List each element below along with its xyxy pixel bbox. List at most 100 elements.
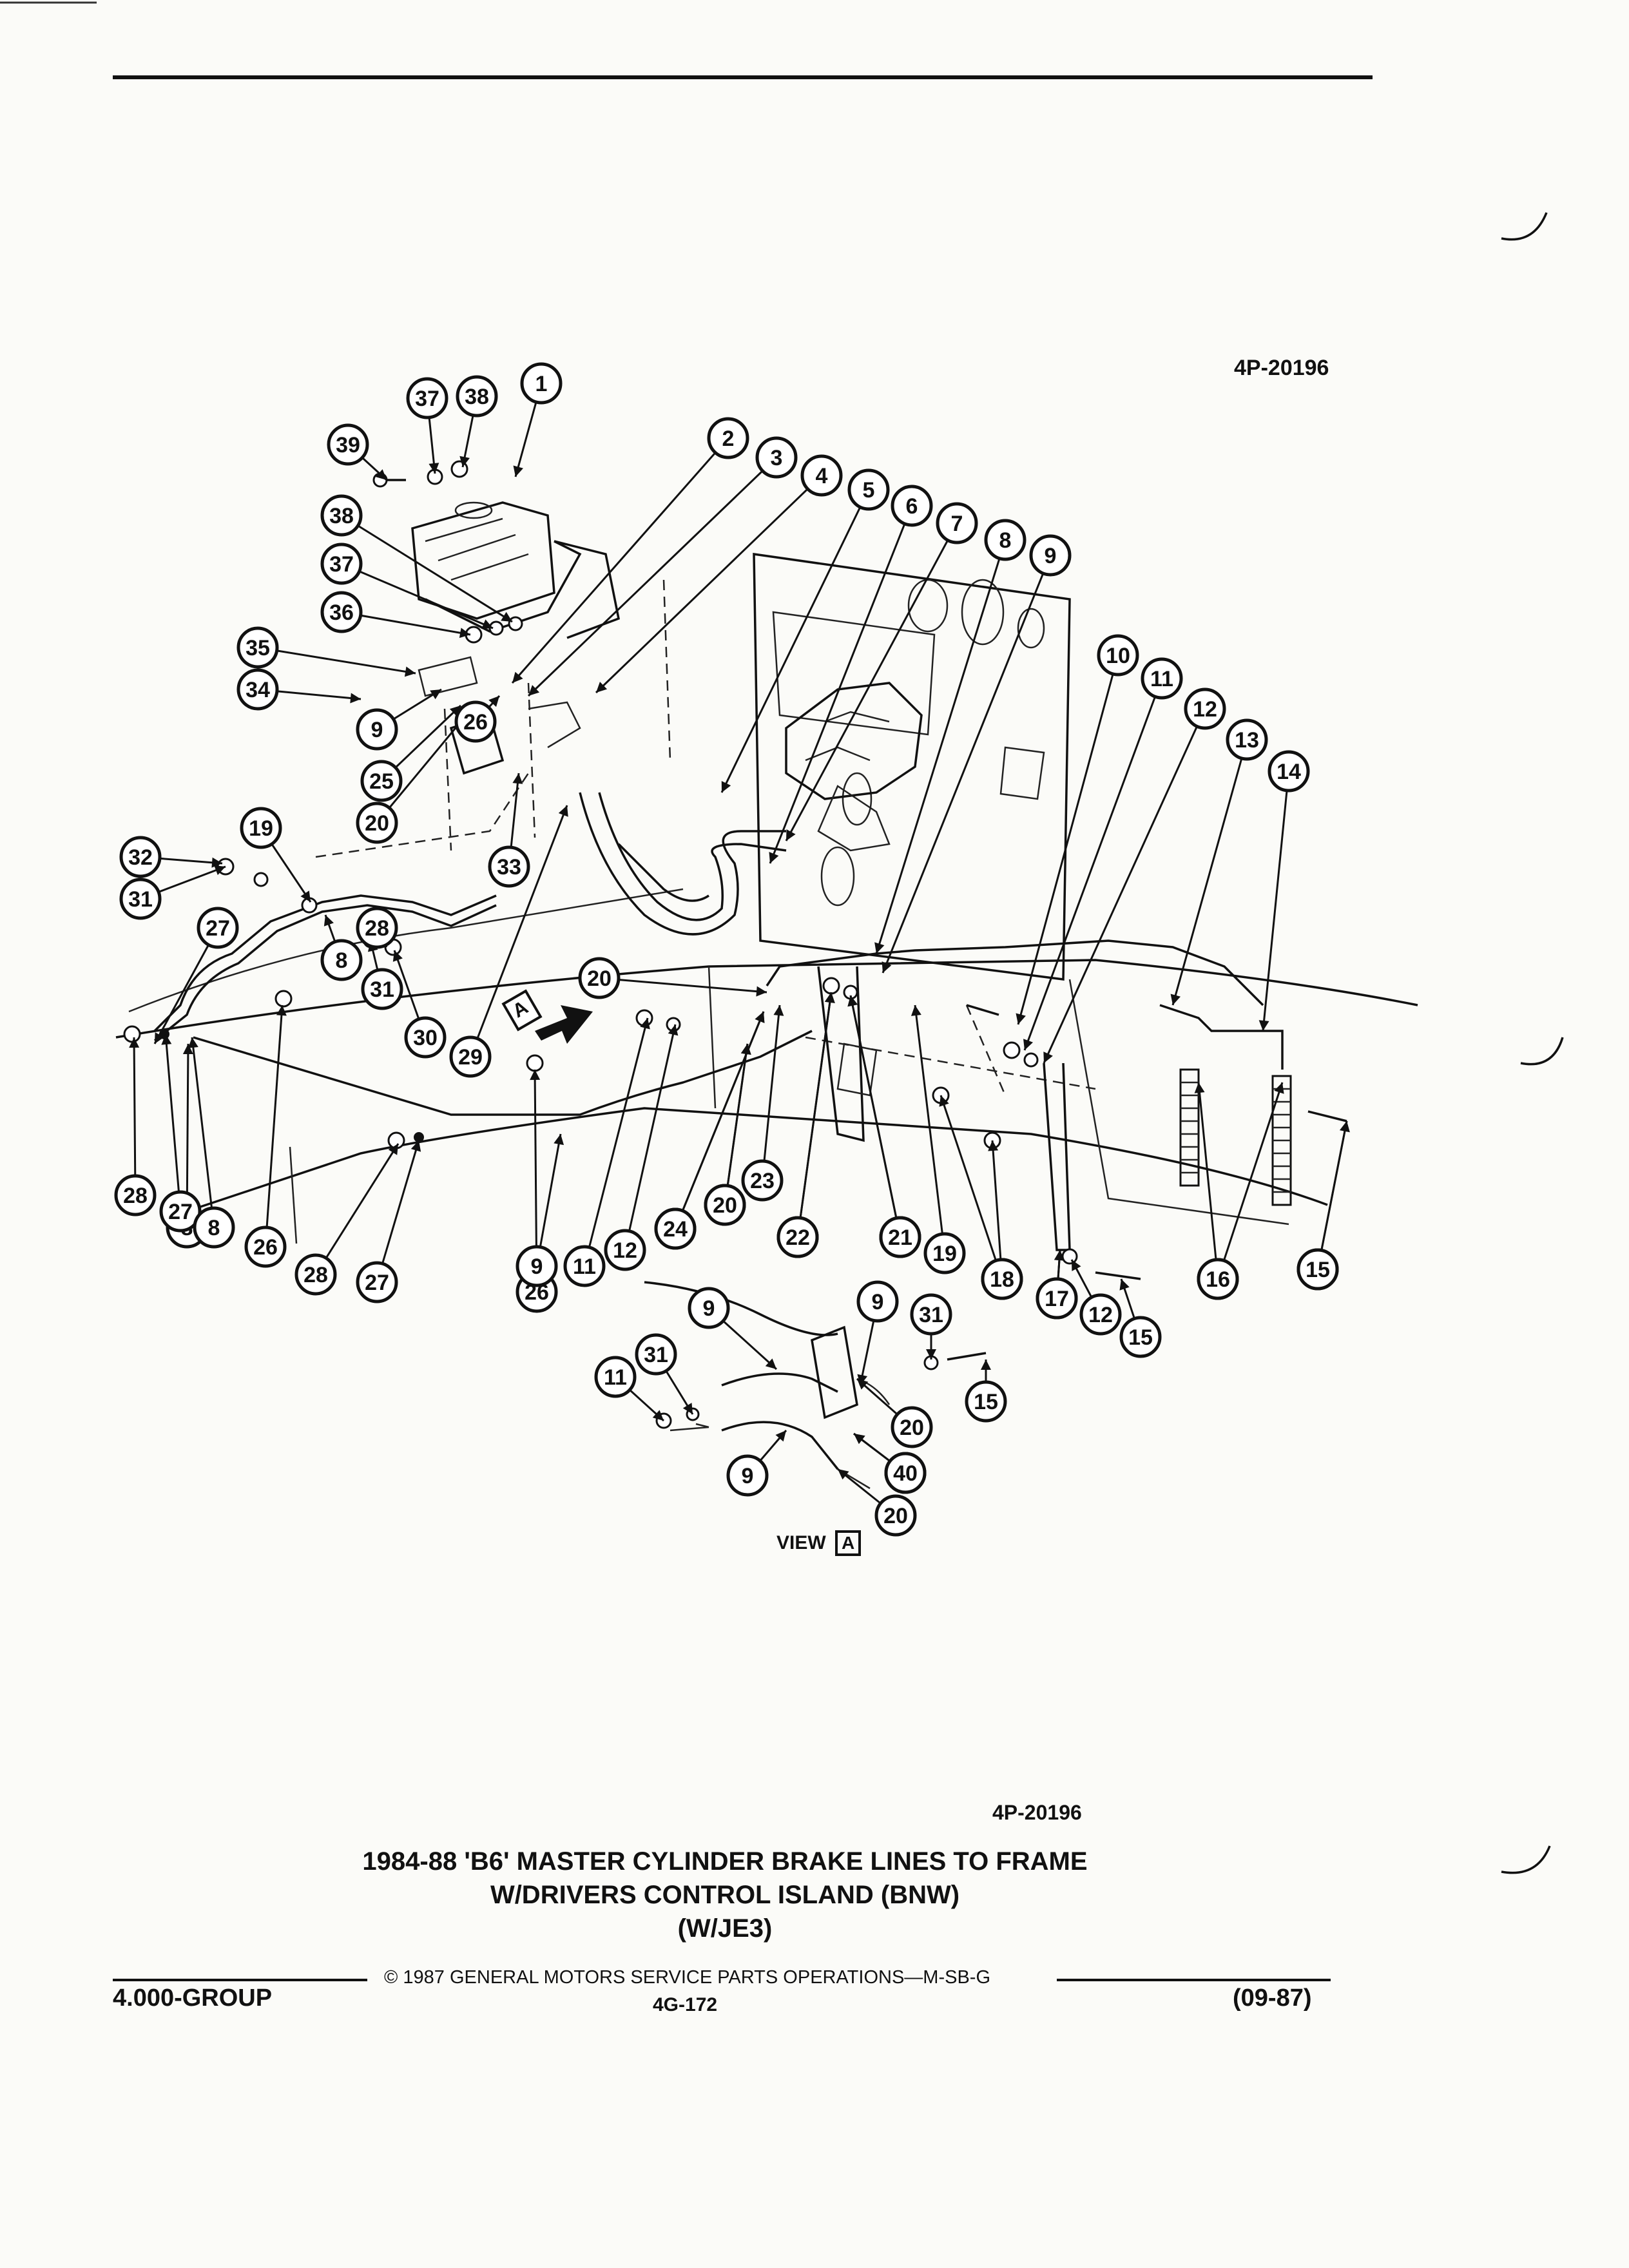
callout-circle (240, 807, 282, 849)
callout-number: 23 (750, 1169, 775, 1193)
callout-number: 15 (1128, 1325, 1153, 1350)
callout-number: 14 (1277, 760, 1301, 784)
leader-arrow-2 (512, 671, 523, 683)
callout-number: 7 (951, 512, 963, 536)
callout-number: 9 (703, 1296, 715, 1321)
callout-number: 15 (974, 1390, 998, 1414)
callout-circle (356, 907, 398, 949)
leader-arrow-28 (388, 1144, 398, 1155)
leader-arrow-21 (847, 995, 858, 1007)
title-line-1: 1984-88 'B6' MASTER CYLINDER BRAKE LINES… (362, 1847, 1088, 1876)
callout-22: 22 (776, 1216, 819, 1258)
leader-arrow-39 (375, 469, 387, 480)
callout-25: 25 (360, 760, 403, 802)
nut-22 (822, 977, 840, 995)
leader-line-13 (1171, 739, 1248, 1006)
callout-12: 12 (1079, 1293, 1122, 1336)
callout-number: 22 (786, 1225, 810, 1250)
callout-circle (800, 454, 843, 497)
leader-arrow-12 (668, 1024, 679, 1036)
callout-9: 9 (356, 708, 398, 751)
washer-31 (253, 872, 269, 887)
frame-rail-front (115, 959, 1418, 1039)
callout-circle (1029, 534, 1072, 577)
leader-arrow-28 (129, 1037, 140, 1048)
callout-28: 28 (294, 1253, 337, 1296)
callout-10: 10 (1097, 634, 1139, 677)
callout-number: 2 (722, 427, 735, 451)
leader-arrow-38 (459, 456, 470, 467)
callout-number: 20 (900, 1416, 924, 1440)
leader-line-20 (599, 977, 767, 994)
leader-arrow-11 (652, 1410, 664, 1421)
leader-arrow-20 (838, 1469, 849, 1480)
callout-circle (936, 502, 978, 544)
leader-arrow-38 (501, 611, 512, 622)
callout-8: 8 (320, 939, 363, 981)
view-label-text: VIEW (776, 1532, 826, 1553)
leader-line-14 (1262, 771, 1290, 1032)
callout-circle (755, 436, 798, 479)
callout-circle (320, 494, 363, 537)
callout-37: 37 (406, 377, 448, 419)
callout-number: 20 (883, 1504, 908, 1528)
callout-27: 27 (197, 907, 239, 949)
callout-15: 15 (1296, 1248, 1339, 1291)
callout-number: 30 (413, 1026, 438, 1050)
callout-1: 1 (520, 362, 563, 405)
threaded-rod-left (1179, 1068, 1200, 1187)
callout-circle (456, 375, 498, 418)
callout-circle (981, 1258, 1023, 1300)
callout-31: 31 (119, 878, 162, 920)
callout-31: 31 (361, 968, 403, 1010)
callout-circle (891, 1406, 933, 1448)
callout-number: 37 (415, 387, 439, 411)
callout-23: 23 (741, 1159, 784, 1202)
leader-arrow-33 (512, 773, 523, 784)
leader-arrow-32 (211, 857, 222, 868)
view-a-line-mid (721, 1372, 838, 1393)
callout-number: 20 (713, 1193, 737, 1218)
callout-circle (563, 1245, 606, 1287)
callout-9: 9 (688, 1287, 730, 1329)
callout-31: 31 (635, 1333, 677, 1376)
callout-circle (520, 362, 563, 405)
leader-arrow-15 (1119, 1279, 1130, 1291)
callout-9: 9 (726, 1454, 769, 1497)
leader-arrow-15 (1340, 1121, 1350, 1133)
bolt-10 (966, 1004, 999, 1016)
callout-20: 20 (578, 957, 621, 999)
callout-circle (356, 802, 398, 844)
callout-28: 28 (114, 1174, 157, 1216)
leader-arrow-6 (769, 852, 779, 863)
callout-circle (847, 468, 890, 511)
callout-number: 12 (613, 1238, 637, 1263)
view-a-label: VIEW A (776, 1530, 862, 1556)
view-a-line-lower (721, 1421, 839, 1470)
callout-circle (1184, 687, 1226, 730)
callout-35: 35 (236, 626, 279, 669)
callout-18: 18 (981, 1258, 1023, 1300)
callout-5: 5 (847, 468, 890, 511)
callout-31: 31 (910, 1293, 952, 1336)
callout-circle (236, 626, 279, 669)
callout-circle (356, 1261, 398, 1303)
leader-line-15 (1316, 1120, 1348, 1270)
callout-number: 8 (999, 528, 1012, 553)
leader-arrow-8 (874, 942, 885, 954)
leader-line-37 (341, 562, 494, 629)
callout-number: 11 (573, 1254, 596, 1279)
leader-arrow-27 (410, 1140, 421, 1152)
callout-34: 34 (236, 668, 279, 711)
callout-21: 21 (879, 1216, 921, 1258)
figure-number-bottom: 4P-20196 (992, 1801, 1082, 1824)
callout-circle (776, 1216, 819, 1258)
callout-number: 38 (329, 504, 354, 528)
revision-date: (09-87) (1233, 1984, 1312, 2012)
brake-hose-2 (598, 792, 787, 921)
leader-arrow-8 (323, 915, 334, 927)
callout-number: 25 (369, 769, 394, 794)
callout-circle (361, 968, 403, 1010)
leader-line-23 (761, 1004, 781, 1181)
callout-38: 38 (456, 375, 498, 418)
